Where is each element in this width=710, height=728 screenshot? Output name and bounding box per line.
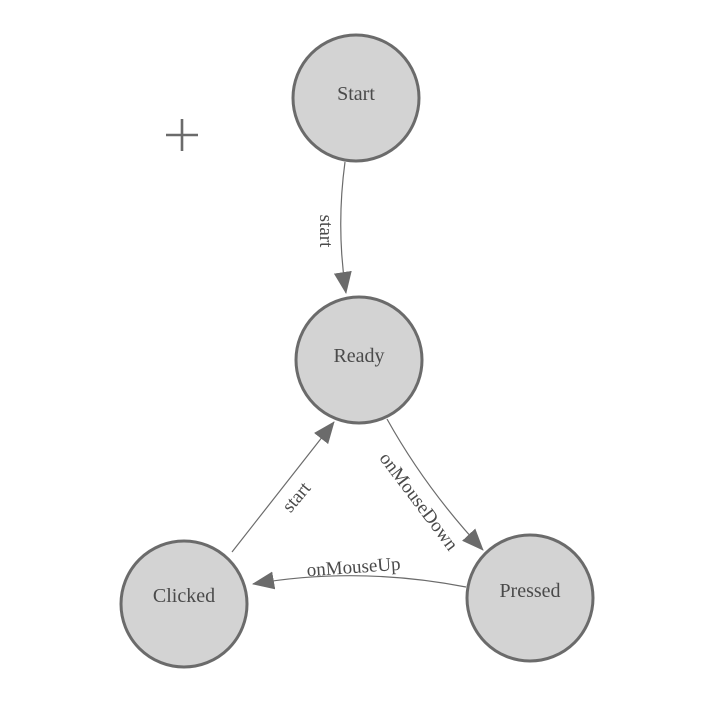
transition-label-start-to-ready: start [315,215,336,248]
transition-label-ready-to-pressed: onMouseDown [375,449,463,556]
state-node-label: Ready [333,345,384,367]
transition-label-clicked-to-ready: start [278,478,316,517]
transition-edge-start-to-ready[interactable] [333,161,352,294]
state-node-clicked[interactable]: Clicked [119,539,249,669]
state-node-label: Clicked [153,585,215,607]
transition-edge-ready-to-pressed[interactable] [386,418,484,551]
state-node-ready[interactable]: Ready [294,295,424,425]
transition-edge-clicked-to-ready[interactable] [231,421,335,553]
state-node-start[interactable]: Start [291,33,421,163]
state-node-label: Start [337,83,375,105]
plus-crosshair-icon [166,119,198,151]
transition-edge-pressed-to-clicked[interactable] [252,571,467,590]
transition-edges [231,161,484,590]
state-node-label: Pressed [499,580,560,602]
state-node-pressed[interactable]: Pressed [465,533,595,663]
